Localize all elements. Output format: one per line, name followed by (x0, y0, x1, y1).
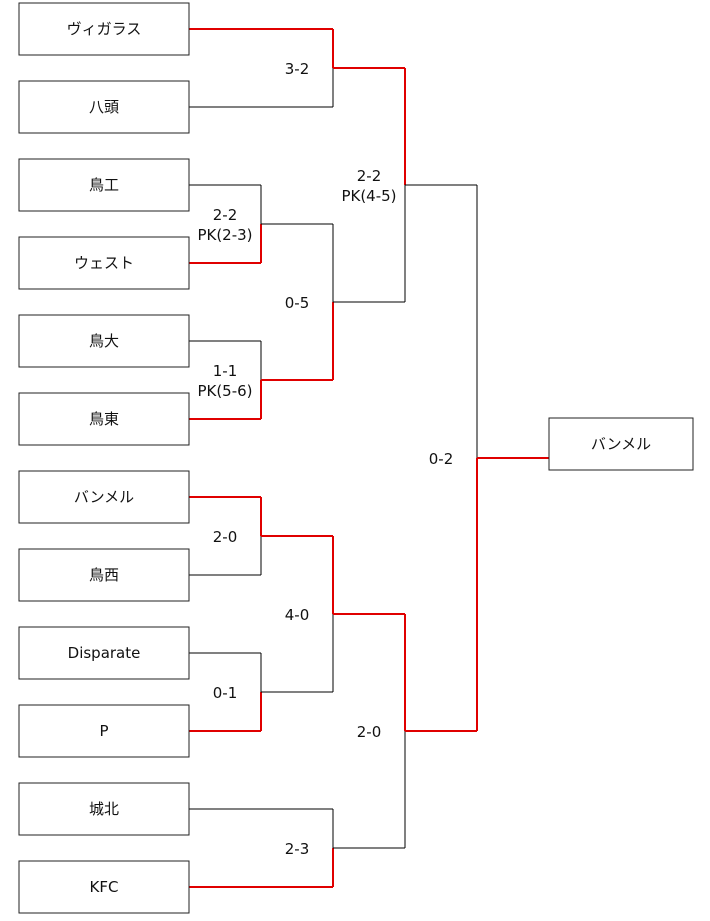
team-name: 鳥工 (89, 176, 119, 194)
champion-box (548, 417, 694, 471)
team-name: バンメル (74, 488, 134, 506)
r1-match-0-score: 3-2 (285, 60, 310, 78)
r1-match-2-score: 1-1 (213, 362, 238, 380)
team-box (18, 548, 190, 602)
team-name: Disparate (68, 644, 141, 662)
r2-match-0-score: 0-5 (285, 294, 310, 312)
r1-match-4-score: 0-1 (213, 684, 238, 702)
sf-match-0-pk: PK(4-5) (341, 187, 396, 205)
r1-match-1-pk: PK(2-3) (197, 226, 252, 244)
team-box (18, 2, 190, 56)
team-name: ウェスト (74, 254, 134, 272)
team-name: 鳥大 (89, 332, 119, 350)
bracket-lines (189, 28, 549, 888)
team-box (18, 314, 190, 368)
team-box (18, 626, 190, 680)
team-name: 鳥西 (89, 566, 119, 584)
team-box (18, 392, 190, 446)
r2-match-1-score: 4-0 (285, 606, 310, 624)
team-name: 鳥東 (89, 410, 119, 428)
score-labels: 3-2 2-2PK(2-3) 1-1PK(5-6) 2-0 0-1 2-3 0-5 4-0 2-… (197, 60, 453, 858)
team-box (18, 158, 190, 212)
team-box (18, 236, 190, 290)
team-name: KFC (90, 878, 119, 896)
team-box (18, 80, 190, 134)
r1-match-2-pk: PK(5-6) (197, 382, 252, 400)
r1-match-1-score: 2-2 (213, 206, 238, 224)
team-box (18, 782, 190, 836)
champion-name: バンメル (591, 435, 651, 453)
r1-match-3-score: 2-0 (213, 528, 238, 546)
team-name: 城北 (89, 800, 119, 818)
team-box (18, 704, 190, 758)
team-name: 八頭 (89, 98, 119, 116)
team-name: ヴィガラス (67, 20, 142, 38)
sf-match-1-score: 2-0 (357, 723, 382, 741)
sf-match-0-score: 2-2 (357, 167, 382, 185)
team-box (18, 470, 190, 524)
r1-match-5-score: 2-3 (285, 840, 310, 858)
team-box (18, 860, 190, 914)
team-name: P (99, 722, 108, 740)
final-score: 0-2 (429, 450, 454, 468)
